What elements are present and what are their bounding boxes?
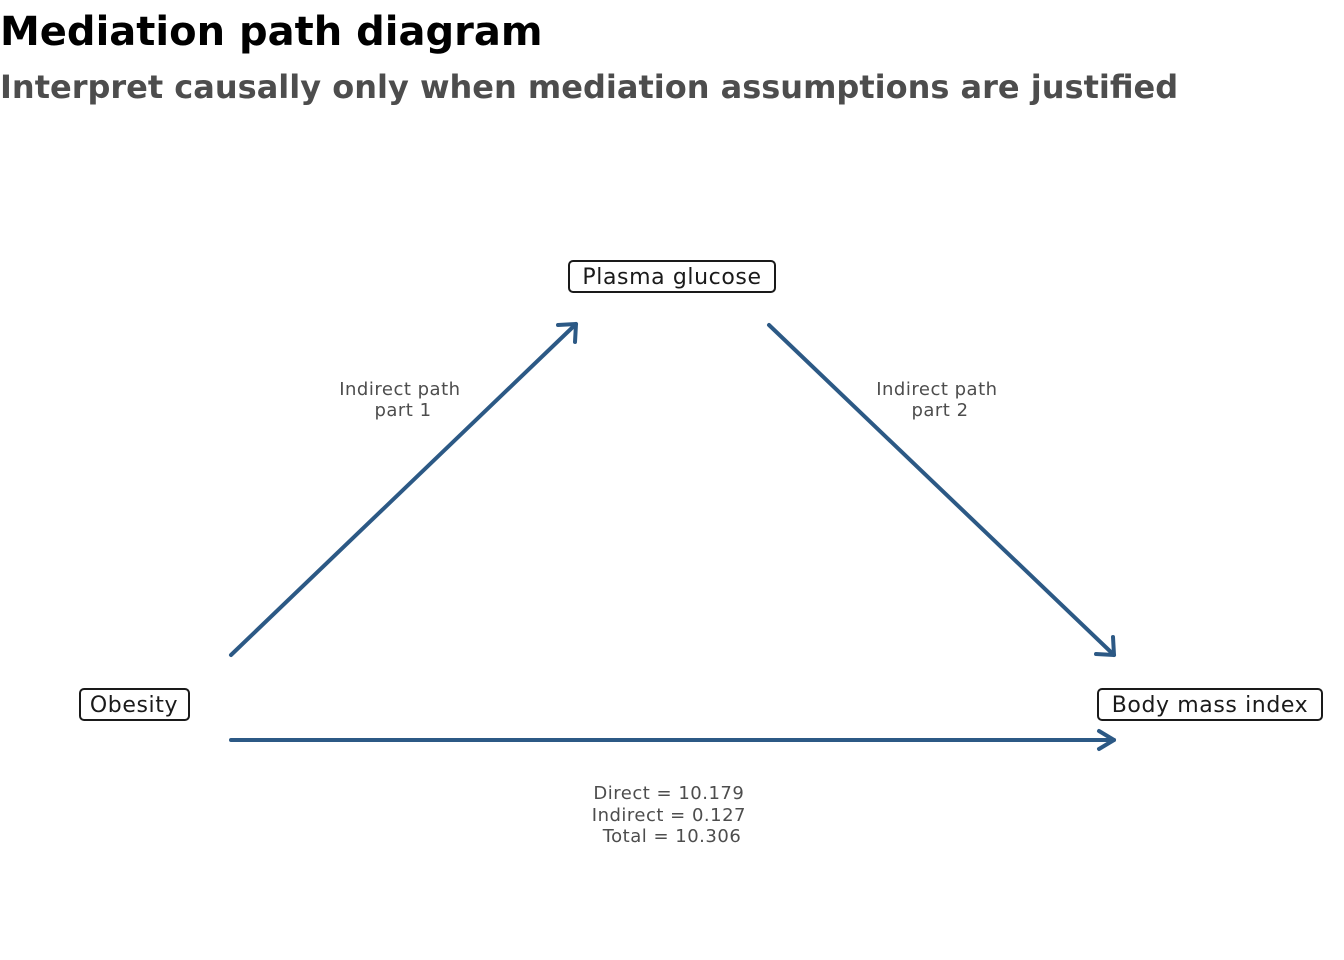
- node-exposure: Obesity: [79, 688, 190, 721]
- edge-label-indirect-part-1: Indirect path part 1: [339, 379, 467, 421]
- edge-label-line: Indirect path: [876, 379, 997, 400]
- edge-direct: Direct = 10.179 Indirect = 0.127 Total =…: [229, 729, 1116, 847]
- indirect-effect-label: Indirect = 0.127: [592, 805, 746, 826]
- edge-indirect-part-2: Indirect path part 2: [767, 323, 1116, 657]
- edge-label-indirect-part-2: Indirect path part 2: [876, 379, 1004, 421]
- arrowhead-icon: [556, 322, 578, 344]
- diagram-subtitle: Interpret causally only when mediation a…: [0, 68, 1179, 106]
- edge-label-line: part 2: [911, 400, 968, 421]
- node-label-outcome: Body mass index: [1112, 693, 1309, 718]
- node-box: [1097, 688, 1323, 721]
- edge-line: [767, 323, 1116, 657]
- node-label-mediator: Plasma glucose: [582, 265, 761, 290]
- diagram-title: Mediation path diagram: [0, 9, 543, 55]
- edge-label-line: part 1: [374, 400, 431, 421]
- total-effect-label: Total = 10.306: [602, 826, 742, 847]
- node-box: [79, 688, 190, 721]
- arrowhead-icon: [1097, 729, 1116, 751]
- node-label-exposure: Obesity: [90, 693, 178, 718]
- node-outcome: Body mass index: [1097, 688, 1323, 721]
- direct-effect-label: Direct = 10.179: [593, 783, 744, 804]
- edge-indirect-part-1: Indirect path part 1: [229, 322, 578, 657]
- edge-label-line: Indirect path: [339, 379, 460, 400]
- edge-line: [229, 322, 578, 657]
- node-box: [568, 260, 776, 293]
- effects-summary: Direct = 10.179 Indirect = 0.127 Total =…: [592, 783, 752, 847]
- node-mediator: Plasma glucose: [568, 260, 776, 293]
- arrowhead-icon: [1094, 635, 1116, 657]
